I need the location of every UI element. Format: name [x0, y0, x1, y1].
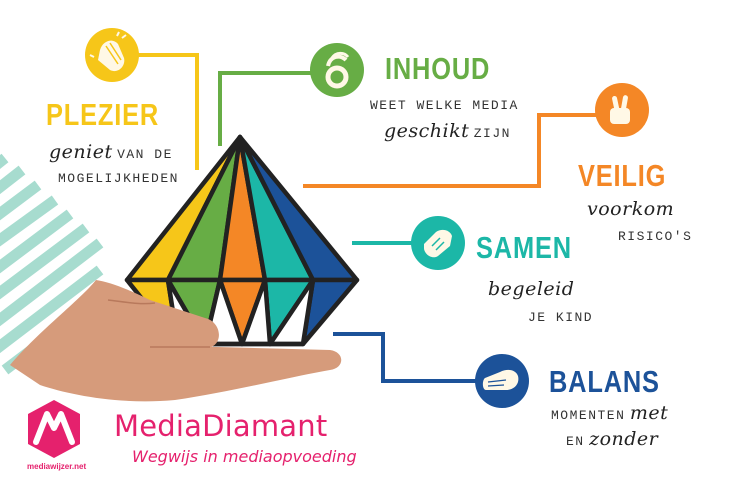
inhoud-subtitle-line-1: WEET WELKE MEDIA: [370, 97, 519, 113]
plezier-subtitle-mono-2: MOGELIJKHEDEN: [58, 171, 179, 186]
stacked-hands-icon: [475, 354, 529, 408]
inhoud-subtitle-script: geschikt: [384, 120, 470, 142]
plezier-subtitle-script: geniet: [49, 141, 113, 163]
brand-name: MediaDiamant: [114, 409, 328, 443]
samen-subtitle-mono: JE KIND: [528, 310, 594, 325]
veilig-subtitle-line-2: RISICO'S: [618, 228, 692, 244]
mediawijzer-logo: [28, 400, 80, 458]
veilig-title: VEILIG: [578, 158, 667, 193]
handshake-icon: [411, 216, 465, 270]
plezier-title: PLEZIER: [46, 97, 160, 132]
balans-subtitle-mono-2: EN: [566, 434, 585, 449]
veilig-subtitle-mono: RISICO'S: [618, 229, 693, 244]
inhoud-connector: [218, 71, 312, 146]
inhoud-subtitle-mono-2: ZIJN: [473, 126, 511, 141]
balans-subtitle-script-2: zonder: [589, 428, 659, 450]
diamond-icon: [124, 134, 360, 347]
balans-subtitle-line-1: MOMENTEN met: [551, 404, 668, 423]
balans-subtitle-mono: MOMENTEN: [551, 408, 626, 423]
inhoud-subtitle-mono: WEET WELKE MEDIA: [370, 98, 519, 113]
balans-subtitle-script: met: [629, 402, 669, 424]
samen-subtitle-line-1: begeleid: [488, 280, 574, 299]
balans-connector: [333, 332, 476, 383]
peace-hand-icon: [595, 83, 649, 137]
plezier-connector: [138, 53, 199, 170]
inhoud-subtitle-line-2: geschikt ZIJN: [384, 122, 511, 141]
veilig-subtitle-line-1: voorkom: [587, 200, 674, 219]
samen-title: SAMEN: [476, 230, 572, 265]
sleeve-stripes: [0, 153, 104, 375]
veilig-connector: [303, 113, 598, 188]
mediawijzer-logo-label: mediawijzer.net: [27, 462, 87, 471]
clapping-hands-icon: [85, 28, 139, 82]
inhoud-title: INHOUD: [385, 51, 491, 86]
ok-hand-icon: [310, 43, 364, 97]
veilig-subtitle-script: voorkom: [587, 198, 675, 220]
samen-subtitle-script: begeleid: [488, 278, 575, 300]
balans-title: BALANS: [549, 364, 660, 399]
plezier-subtitle-line-2: MOGELIJKHEDEN: [58, 170, 179, 186]
brand-tagline: Wegwijs in mediaopvoeding: [132, 447, 357, 466]
samen-subtitle-line-2: JE KIND: [528, 309, 593, 325]
hand-illustration: [10, 280, 342, 402]
plezier-subtitle-line-1: geniet VAN DE: [49, 143, 173, 162]
plezier-subtitle-mono: VAN DE: [117, 147, 173, 162]
balans-subtitle-line-2: EN zonder: [566, 430, 658, 449]
